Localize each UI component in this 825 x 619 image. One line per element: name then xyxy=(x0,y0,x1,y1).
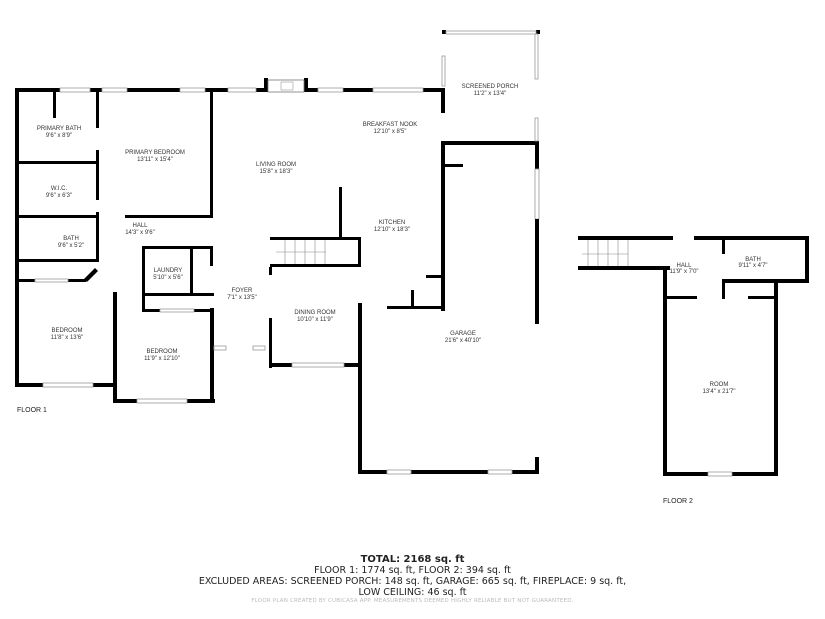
screened-porch-walls xyxy=(441,30,540,142)
room-name: DINING ROOM xyxy=(294,310,335,316)
room-name: LIVING ROOM xyxy=(256,162,296,168)
room-dims: 21'6" x 40'10" xyxy=(445,338,481,344)
room-dims: 11'9" x 7'0" xyxy=(669,269,698,275)
room-dims: 9'6" x 6'3" xyxy=(46,193,72,199)
room-dims: 12'10" x 8'5" xyxy=(374,129,407,135)
room-dims: 13'4" x 21'7" xyxy=(703,389,736,395)
room-name: BEDROOM xyxy=(146,349,177,355)
floor-areas: FLOOR 1: 1774 sq. ft, FLOOR 2: 394 sq. f… xyxy=(314,565,511,576)
room-name: BATH xyxy=(745,257,761,263)
floor2-walls xyxy=(578,236,809,477)
floor2-label: FLOOR 2 xyxy=(663,498,693,505)
room-name: GARAGE xyxy=(450,331,476,337)
room-dims: 15'8" x 18'3" xyxy=(260,169,293,175)
room-name: BATH xyxy=(63,236,79,242)
floor1-label: FLOOR 1 xyxy=(17,407,47,414)
floor1-walls xyxy=(15,30,540,475)
room-dims: 9'6" x 8'9" xyxy=(46,133,72,139)
room-dims: 12'10" x 18'3" xyxy=(374,227,410,233)
room-dims: 11'2" x 13'4" xyxy=(474,91,506,97)
room-name: FOYER xyxy=(232,288,253,294)
fireplace xyxy=(264,78,308,93)
area-summary: TOTAL: 2168 sq. ft FLOOR 1: 1774 sq. ft,… xyxy=(0,554,825,598)
room-name: PRIMARY BATH xyxy=(37,126,81,132)
floor2-labels: HALL 11'9" x 7'0" BATH 9'11" x 4'7" ROOM… xyxy=(663,257,768,505)
room-name: ROOM xyxy=(710,382,729,388)
total-area: TOTAL: 2168 sq. ft xyxy=(360,554,465,565)
room-name: HALL xyxy=(676,263,692,269)
room-name: LAUNDRY xyxy=(154,268,183,274)
room-name: SCREENED PORCH xyxy=(462,84,519,90)
room-dims: 9'6" x 5'2" xyxy=(58,243,84,249)
room-dims: 5'10" x 5'6" xyxy=(153,275,183,281)
floor1-stairs xyxy=(270,237,361,267)
room-name: BEDROOM xyxy=(51,328,82,334)
low-ceiling-area: LOW CEILING: 46 sq. ft xyxy=(358,587,467,598)
room-dims: 13'11" x 15'4" xyxy=(137,157,173,163)
room-dims: 7'1" x 13'5" xyxy=(227,295,257,301)
room-dims: 10'10" x 11'9" xyxy=(297,317,333,323)
excluded-areas: EXCLUDED AREAS: SCREENED PORCH: 148 sq. … xyxy=(198,576,627,587)
floor2-stairs xyxy=(582,240,629,266)
room-dims: 14'3" x 9'6" xyxy=(125,230,155,236)
room-name: KITCHEN xyxy=(379,220,405,226)
room-name: BREAKFAST NOOK xyxy=(363,122,418,128)
room-dims: 9'11" x 4'7" xyxy=(738,263,767,269)
room-dims: 11'9" x 12'10" xyxy=(144,356,180,362)
room-dims: 11'8" x 13'6" xyxy=(51,335,83,341)
floor1-labels: PRIMARY BATH 9'6" x 8'9" PRIMARY BEDROOM… xyxy=(17,84,518,414)
room-name: PRIMARY BEDROOM xyxy=(125,150,185,156)
room-name: W.I.C. xyxy=(51,186,68,192)
credit-note: FLOOR PLAN CREATED BY CUBICASA APP. MEAS… xyxy=(251,598,574,604)
room-name: HALL xyxy=(132,223,148,229)
